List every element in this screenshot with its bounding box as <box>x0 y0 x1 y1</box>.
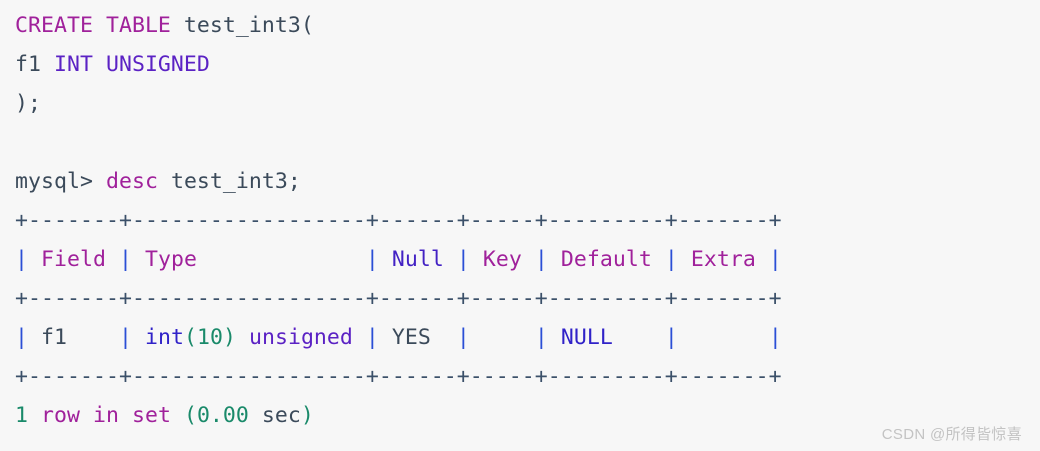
pipe-separator: | <box>534 325 548 350</box>
cell-extra-value <box>678 325 769 350</box>
table-header-row: | Field | Type | Null | Key | Default | … <box>15 240 1040 279</box>
header-pad <box>756 247 769 272</box>
cell-pad <box>613 325 665 350</box>
cell-pad <box>67 325 119 350</box>
timing-paren-open: ( <box>183 403 197 428</box>
code-line-column-def: f1 INT UNSIGNED <box>15 45 1040 84</box>
pipe-separator: | <box>15 247 28 272</box>
timing-paren-close: ) <box>300 403 314 428</box>
pipe-separator: | <box>118 325 132 350</box>
pipe-separator: | <box>664 247 678 272</box>
column-header-null: Null <box>391 247 444 272</box>
cell-field-value: f1 <box>41 325 67 350</box>
column-header-field: Field <box>41 247 106 272</box>
sql-keyword-create-table: CREATE TABLE <box>15 13 171 38</box>
column-header-default: Default <box>560 247 652 272</box>
ascii-rule: +-------+------------------+------+-----… <box>15 364 782 389</box>
type-display-width: 10 <box>196 325 223 350</box>
table-rule-bottom: +-------+------------------+------+-----… <box>15 357 1040 396</box>
code-line-close-paren: ); <box>15 84 1040 123</box>
pipe-separator: | <box>118 247 132 272</box>
timing-value: 0.00 <box>196 403 249 428</box>
table-name-desc: test_int3; <box>157 169 301 194</box>
type-paren-close: ) <box>222 325 236 350</box>
table-rule-top: +-------+------------------+------+-----… <box>15 201 1040 240</box>
pipe-separator: | <box>664 325 678 350</box>
code-line-desc-command: mysql> desc test_int3; <box>15 162 1040 201</box>
row-count: 1 <box>15 403 28 428</box>
table-rule-middle: +-------+------------------+------+-----… <box>15 279 1040 318</box>
header-pad <box>106 247 119 272</box>
cell-type-int: int <box>144 325 184 350</box>
cell-key-value <box>470 325 535 350</box>
header-pad <box>652 247 665 272</box>
cell-pad <box>28 325 41 350</box>
ascii-rule: +-------+------------------+------+-----… <box>15 208 782 233</box>
column-header-key: Key <box>482 247 522 272</box>
column-name-f1: f1 <box>15 52 54 77</box>
pipe-separator: | <box>365 247 379 272</box>
cell-pad <box>379 325 392 350</box>
header-pad <box>548 247 561 272</box>
column-header-extra: Extra <box>690 247 756 272</box>
sql-keyword-desc: desc <box>105 169 158 194</box>
row-count-label: row in set <box>28 403 184 428</box>
header-pad <box>379 247 392 272</box>
mysql-prompt: mysql> <box>15 169 106 194</box>
pipe-separator: | <box>15 325 28 350</box>
pipe-separator: | <box>768 247 782 272</box>
cell-pad <box>548 325 561 350</box>
cell-type-unsigned: unsigned <box>235 325 353 350</box>
cell-pad <box>353 325 366 350</box>
pipe-separator: | <box>768 325 782 350</box>
table-data-row: | f1 | int(10) unsigned | YES | | NULL |… <box>15 318 1040 357</box>
cell-pad <box>431 325 457 350</box>
header-pad <box>197 247 366 272</box>
header-pad <box>522 247 535 272</box>
header-pad <box>470 247 483 272</box>
pipe-separator: | <box>456 247 470 272</box>
code-line-blank <box>15 123 1040 162</box>
timing-unit: sec <box>248 403 301 428</box>
header-pad <box>132 247 145 272</box>
type-paren-open: ( <box>183 325 197 350</box>
sql-keyword-int-unsigned: INT UNSIGNED <box>53 52 210 77</box>
pipe-separator: | <box>456 325 470 350</box>
header-pad <box>28 247 41 272</box>
statement-terminator: ); <box>15 91 41 116</box>
column-header-type: Type <box>144 247 197 272</box>
ascii-rule: +-------+------------------+------+-----… <box>15 286 782 311</box>
pipe-separator: | <box>365 325 379 350</box>
table-name-create: test_int3( <box>170 13 314 38</box>
cell-pad <box>132 325 145 350</box>
code-line-create-table: CREATE TABLE test_int3( <box>15 6 1040 45</box>
header-pad <box>444 247 457 272</box>
pipe-separator: | <box>534 247 548 272</box>
csdn-watermark: CSDN @所得皆惊喜 <box>881 426 1022 443</box>
header-pad <box>678 247 691 272</box>
result-summary-line: 1 row in set (0.00 sec) <box>15 396 1040 435</box>
cell-null-value: YES <box>391 325 431 350</box>
cell-default-value: NULL <box>560 325 613 350</box>
